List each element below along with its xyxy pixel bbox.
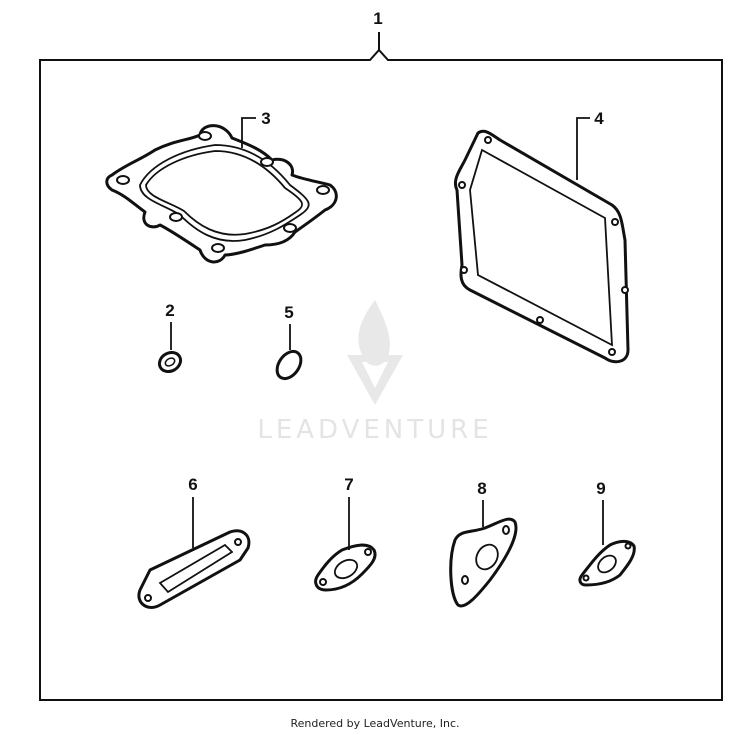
callout-6: 6	[188, 475, 197, 494]
kit-frame: 1	[39, 9, 723, 701]
v-logo-icon	[347, 355, 403, 405]
flame-icon	[358, 300, 390, 366]
part-6-gasket[interactable]: 6	[137, 475, 251, 609]
part-5-o-ring[interactable]: 5	[272, 303, 306, 383]
leadventure-watermark: LEADVENTURE	[257, 300, 492, 445]
part-9-gasket[interactable]: 9	[578, 479, 636, 587]
part-8-gasket[interactable]: 8	[449, 479, 518, 608]
callout-1: 1	[373, 9, 382, 28]
part-2-washer[interactable]: 2	[156, 301, 184, 375]
callout-7: 7	[344, 475, 353, 494]
callout-8: 8	[477, 479, 486, 498]
callout-4: 4	[594, 109, 604, 128]
callout-2: 2	[165, 301, 174, 320]
callout-5: 5	[284, 303, 293, 322]
callout-9: 9	[596, 479, 605, 498]
footer-credit: Rendered by LeadVenture, Inc.	[290, 717, 460, 730]
part-3-head-gasket[interactable]: 3	[105, 109, 338, 264]
part-4-crankcase-gasket[interactable]: 4	[453, 109, 630, 364]
part-7-gasket[interactable]: 7	[314, 475, 377, 592]
callout-3: 3	[261, 109, 270, 128]
watermark-text: LEADVENTURE	[257, 415, 492, 445]
